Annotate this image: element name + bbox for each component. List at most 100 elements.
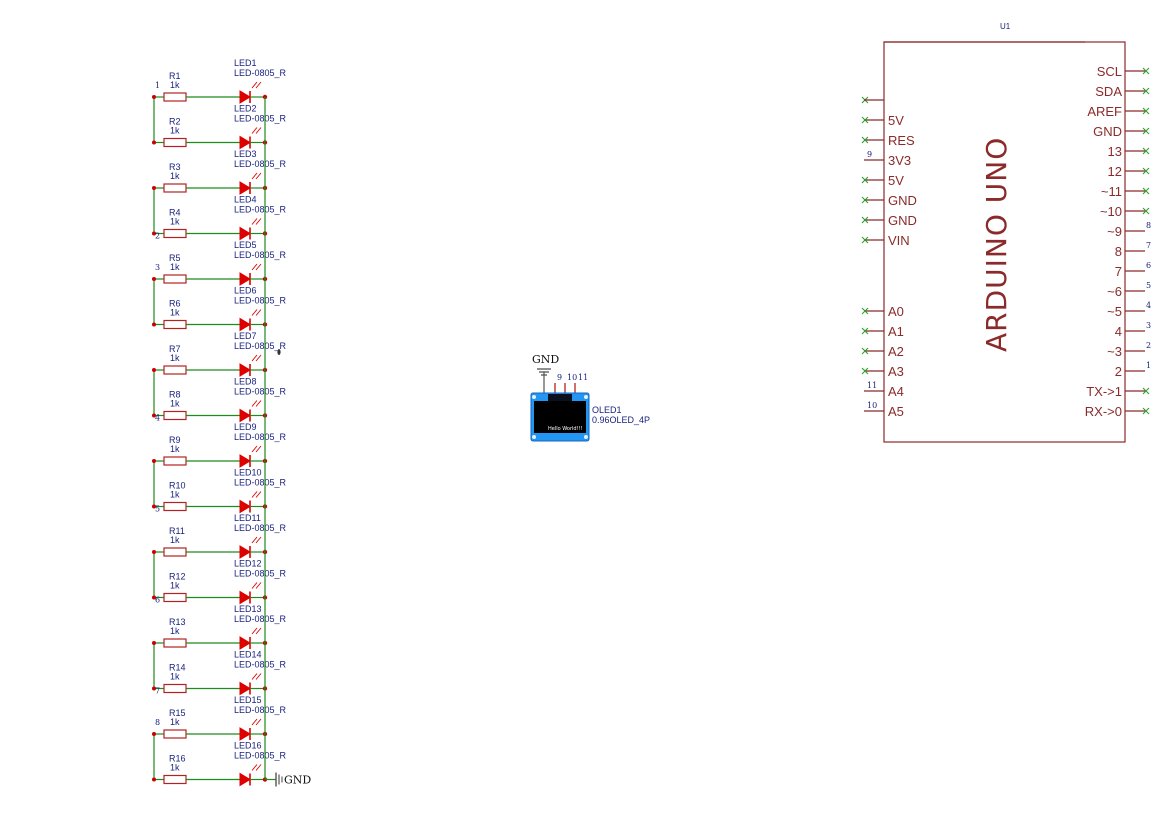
arduino-net-label: 8 (1146, 221, 1151, 230)
resistor-ref: R14 (169, 663, 186, 673)
led-ref: LED10 (234, 468, 262, 478)
led-light-arrow (251, 491, 258, 498)
no-connect-mark (861, 307, 869, 315)
resistor-body (163, 774, 187, 785)
arduino-pin-label: 12 (1108, 164, 1122, 179)
led-ref: LED4 (234, 195, 257, 205)
led-package: LED-0805_R (234, 751, 287, 761)
led-symbol (239, 90, 251, 104)
junction-dot (152, 322, 156, 327)
arduino-pin-label: 4 (1115, 324, 1122, 339)
led-package: LED-0805_R (234, 523, 287, 533)
led-package: LED-0805_R (234, 614, 287, 624)
arduino-pin-label: RX->0 (1085, 404, 1122, 419)
arduino-pin-label: GND (888, 193, 917, 208)
led-light-arrow (251, 309, 258, 316)
led-package: LED-0805_R (234, 250, 287, 260)
led-symbol (239, 181, 251, 195)
arduino-pin-label: 13 (1108, 144, 1122, 159)
no-connect-mark (861, 236, 869, 244)
arduino-pin-label: VIN (888, 233, 910, 248)
led-light-arrow (251, 354, 258, 362)
oled-pin-label-3: 11 (578, 373, 588, 382)
resistor-value: 1k (170, 126, 180, 136)
resistor-ref: R15 (169, 708, 186, 718)
led-light-arrow (251, 445, 258, 453)
arduino-pin-label: SDA (1095, 84, 1122, 99)
resistor-value: 1k (170, 353, 180, 363)
resistor-ref: R7 (169, 344, 181, 354)
net-label: 7 (155, 687, 160, 696)
oled-mount-hole (532, 435, 536, 439)
junction-dot (152, 231, 156, 236)
oled-connector (548, 394, 572, 401)
led-light-arrow (251, 764, 258, 771)
arduino-net-label: 2 (1146, 341, 1151, 350)
led-symbol (239, 363, 251, 377)
no-connect-mark (861, 196, 869, 204)
resistor-body (163, 501, 187, 512)
arduino-pin-label: 3V3 (888, 153, 911, 168)
junction-dot (152, 732, 156, 736)
led-light-arrow (251, 673, 258, 680)
no-connect-mark (861, 367, 869, 375)
net-label: 2 (155, 232, 160, 241)
led-package: LED-0805_R (234, 114, 287, 124)
led-package: LED-0805_R (234, 296, 287, 306)
resistor-body (163, 547, 187, 557)
led-package: LED-0805_R (234, 478, 287, 488)
no-connect-mark (861, 216, 869, 224)
resistor-value: 1k (170, 80, 180, 90)
led-light-arrow (251, 263, 258, 271)
arduino-pin-label: A5 (888, 404, 904, 419)
arduino-pin-label: SCL (1097, 64, 1122, 79)
resistor-ref: R16 (169, 754, 186, 764)
resistor-body (163, 638, 187, 648)
oled-part: 0.96OLED_4P (592, 415, 650, 425)
led-light-arrow (255, 718, 262, 726)
resistor-value: 1k (170, 308, 180, 318)
resistor-body (163, 274, 187, 284)
oled-ref: OLED1 (592, 405, 622, 415)
resistor-body (163, 319, 187, 330)
led-symbol (239, 727, 251, 741)
oled-gnd-label: GND (532, 353, 559, 366)
stray-marker (277, 349, 281, 355)
led-symbol (239, 272, 251, 286)
resistor-ref: R2 (169, 117, 181, 127)
led-light-arrow (255, 172, 262, 180)
resistor-ref: R8 (169, 390, 181, 400)
arduino-net-label: 3 (1146, 321, 1151, 330)
led-light-arrow (255, 354, 262, 362)
arduino-net-label: 1 (1146, 361, 1151, 370)
led-package: LED-0805_R (234, 387, 287, 397)
resistor-value: 1k (170, 535, 180, 545)
resistor-value: 1k (170, 262, 180, 272)
led-package: LED-0805_R (234, 569, 287, 579)
led-light-arrow (255, 491, 262, 498)
led-resistor-array: R11kLED1LED-0805_R1R21kLED2LED-0805_RR31… (152, 58, 311, 787)
arduino-pin-label: 2 (1115, 364, 1122, 379)
junction-dot (152, 95, 156, 99)
resistor-body (163, 92, 187, 102)
arduino-pin-label: ~9 (1107, 224, 1122, 239)
resistor-value: 1k (170, 717, 180, 727)
led-ref: LED7 (234, 331, 257, 341)
junction-dot (152, 368, 156, 372)
resistor-ref: R6 (169, 299, 181, 309)
led-ref: LED2 (234, 104, 257, 114)
no-connect-mark (1142, 127, 1150, 135)
resistor-value: 1k (170, 217, 180, 227)
no-connect-mark (1142, 407, 1150, 415)
net-label: 3 (155, 263, 160, 272)
arduino-net-label: 6 (1146, 261, 1151, 270)
led-light-arrow (251, 218, 258, 225)
resistor-value: 1k (170, 581, 180, 591)
arduino-net-label: 11 (867, 381, 877, 390)
led-light-arrow (255, 582, 262, 589)
arduino-pin-label: TX->1 (1086, 384, 1122, 399)
resistor-value: 1k (170, 490, 180, 500)
resistor-body (163, 137, 187, 148)
led-ref: LED15 (234, 695, 262, 705)
